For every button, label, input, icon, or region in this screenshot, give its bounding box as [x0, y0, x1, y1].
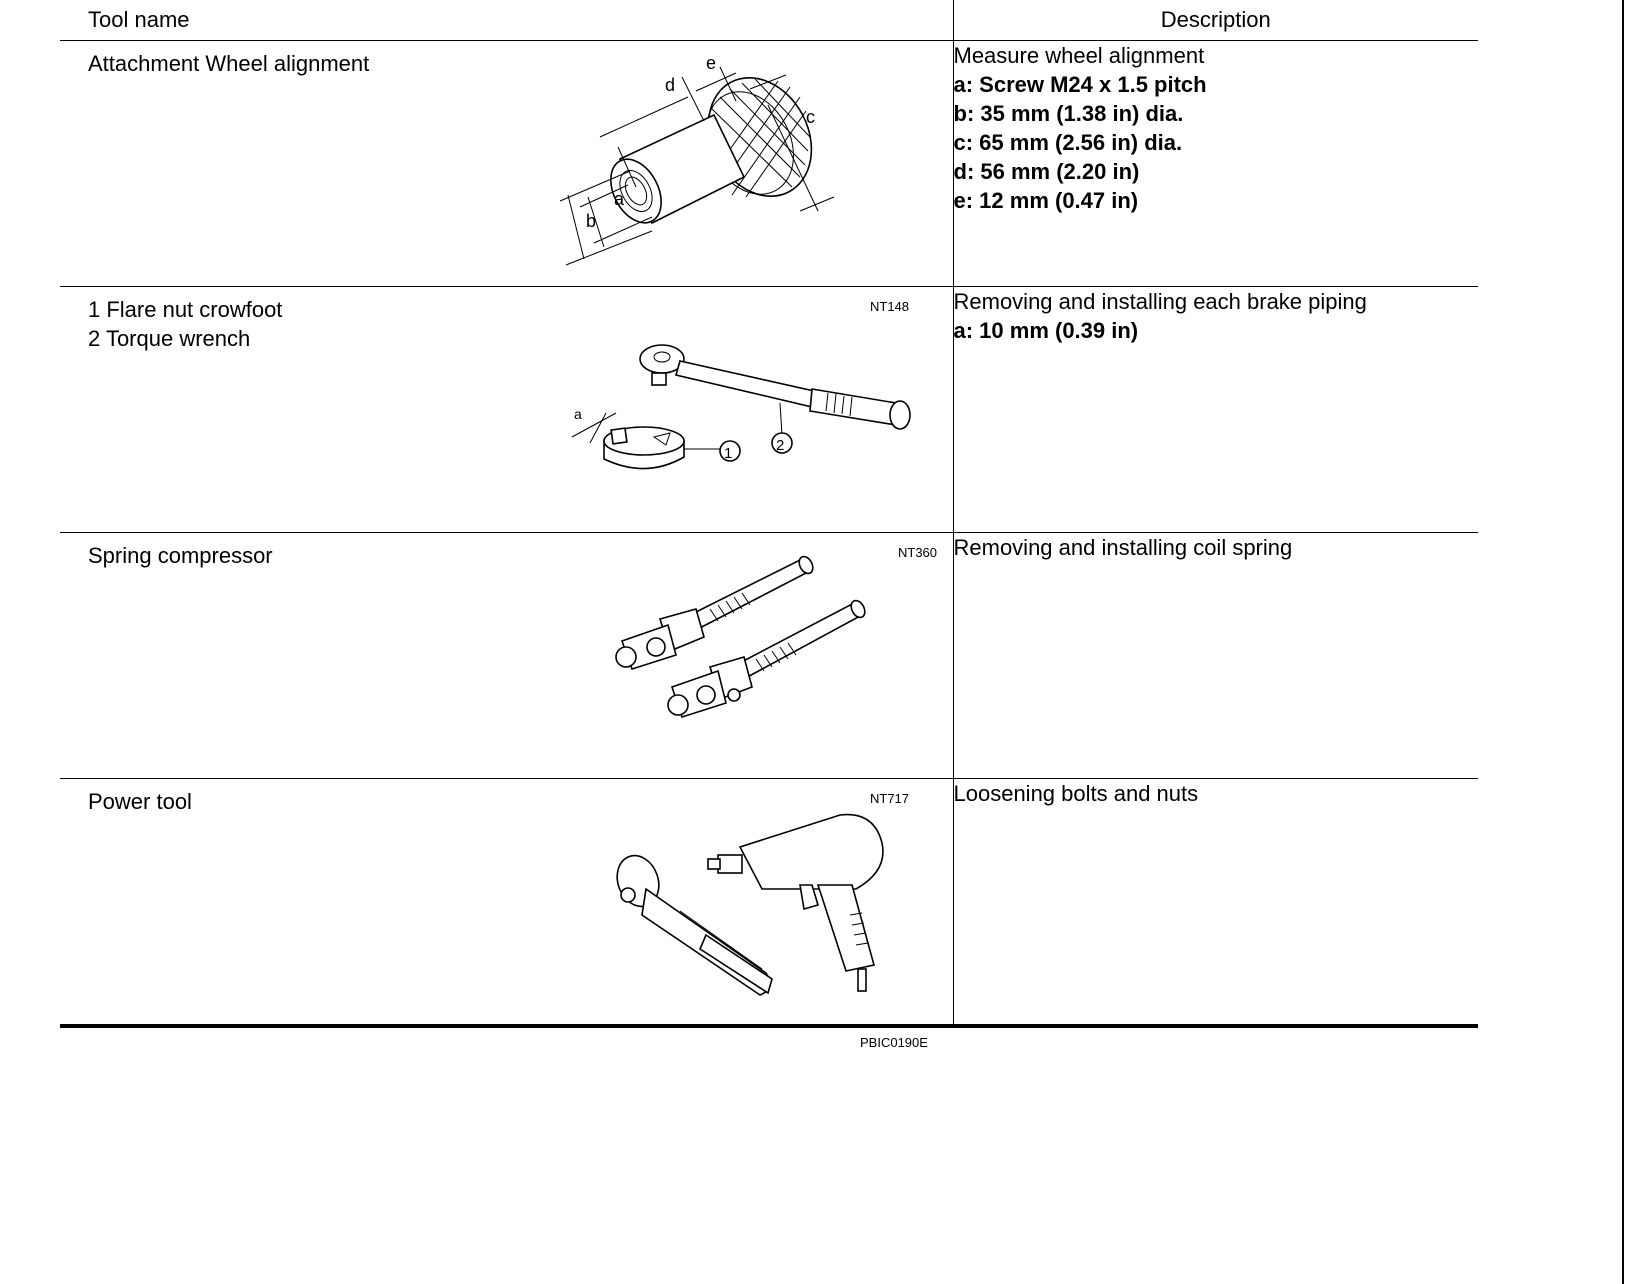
tool-name: Attachment Wheel alignment: [88, 51, 370, 76]
figure-code: PBIC0190E: [860, 1035, 928, 1050]
label-c: c: [806, 107, 815, 127]
power-tool-illustration: PBIC0190E: [500, 785, 940, 1050]
spec-e: e: 12 mm (0.47 in): [953, 188, 1139, 213]
description-text: Removing and installing coil spring: [953, 535, 1293, 560]
special-service-tools-table: Tool name Description Attachment Wheel a…: [60, 0, 1478, 1050]
table-row: 1 Flare nut crowfoot 2 Torque wrench: [60, 286, 1478, 560]
label-a: a: [614, 189, 625, 209]
description-text: Loosening bolts and nuts: [953, 781, 1199, 806]
description-cell: Loosening bolts and nuts: [953, 778, 1478, 1028]
wheel-alignment-attachment-illustration: d e c a b NT148: [500, 47, 940, 314]
label-a: a: [574, 406, 582, 422]
tool-name: Power tool: [88, 789, 192, 814]
header-tool-name: Tool name: [60, 0, 954, 41]
tool-name-cell: Spring compressor: [60, 532, 954, 806]
attachment-drawing: d e c a b: [559, 53, 835, 266]
label-d: d: [665, 75, 675, 95]
spec-a: a: Screw M24 x 1.5 pitch: [953, 72, 1207, 97]
torque-wrench-drawing: 2 1 a: [571, 344, 911, 470]
power-tool-drawing: [616, 813, 884, 996]
label-1: 1: [724, 445, 732, 462]
description-text: Removing and installing each brake pipin…: [953, 289, 1367, 314]
table-header-row: Tool name Description: [60, 0, 1478, 41]
label-b: b: [586, 211, 596, 231]
tool-name-cell: Power tool: [60, 778, 954, 1050]
spec-d: d: 56 mm (2.20 in): [953, 159, 1140, 184]
spec-a: a: 10 mm (0.39 in): [953, 318, 1139, 343]
spec-b: b: 35 mm (1.38 in) dia.: [953, 101, 1184, 126]
spring-compressor-drawing: [615, 555, 866, 719]
table-row: Power tool: [60, 778, 1478, 1050]
page-edge-line: [1622, 0, 1624, 1284]
spec-c: c: 65 mm (2.56 in) dia.: [953, 130, 1183, 155]
table-row: Attachment Wheel alignment: [60, 40, 1478, 314]
description-text: Measure wheel alignment: [953, 43, 1205, 68]
label-e: e: [706, 53, 716, 73]
spring-compressor-illustration: NT717: [500, 539, 940, 806]
tool-name: 1 Flare nut crowfoot: [88, 297, 283, 322]
description-cell: Removing and installing each brake pipin…: [953, 286, 1478, 533]
tool-name-cell: Attachment Wheel alignment: [60, 40, 954, 314]
tool-name: 2 Torque wrench: [88, 326, 251, 351]
header-description: Description: [953, 0, 1478, 41]
table-row: Spring compressor: [60, 532, 1478, 806]
description-cell: Measure wheel alignment a: Screw M24 x 1…: [953, 40, 1478, 287]
crowfoot-torque-wrench-illustration: 2 1 a NT360: [500, 293, 940, 560]
description-cell: Removing and installing coil spring: [953, 532, 1478, 779]
label-2: 2: [776, 437, 784, 454]
tool-name-cell: 1 Flare nut crowfoot 2 Torque wrench: [60, 286, 954, 560]
tool-name: Spring compressor: [88, 543, 273, 568]
